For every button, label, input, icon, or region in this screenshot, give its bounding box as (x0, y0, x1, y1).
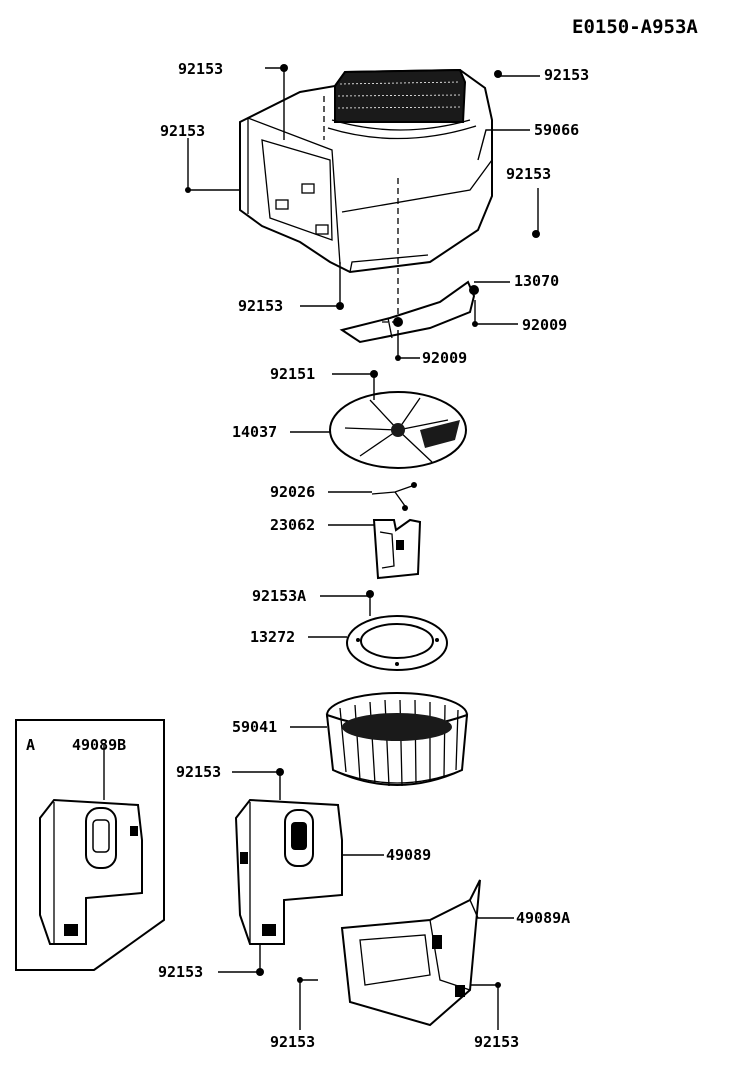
bracket-23062[interactable] (372, 518, 422, 580)
intake-screen (334, 68, 467, 123)
diagram-code: E0150-A953A (572, 16, 698, 38)
blower-housing-59066[interactable] (239, 68, 493, 274)
label-92153-below: 92153 (238, 297, 283, 315)
label-13070: 13070 (514, 272, 559, 290)
label-92009-a: 92009 (522, 316, 567, 334)
label-14037: 14037 (232, 423, 277, 441)
cover-49089B[interactable] (39, 798, 143, 945)
label-23062: 23062 (270, 516, 315, 534)
fan-59041[interactable] (325, 692, 469, 787)
label-92153-bl: 92153 (158, 963, 203, 981)
label-92153-bottom: 92153 (270, 1033, 315, 1051)
label-13272: 13272 (250, 628, 295, 646)
label-92153-br: 92153 (474, 1033, 519, 1051)
label-49089B: 49089B (72, 736, 126, 754)
label-92151: 92151 (270, 365, 315, 383)
spring-92026[interactable] (371, 482, 417, 511)
label-59066: 59066 (534, 121, 579, 139)
label-92153-mid: 92153 (176, 763, 221, 781)
part-labels: 92153 92153 59066 92153 92153 13070 9215… (72, 60, 589, 1051)
inset-letter: A (26, 736, 35, 754)
label-92153-right: 92153 (506, 165, 551, 183)
label-59041: 59041 (232, 718, 277, 736)
label-92153A: 92153A (252, 587, 306, 605)
cover-49089A[interactable] (340, 879, 481, 1027)
label-92153-topright: 92153 (544, 66, 589, 84)
leader-lines (103, 64, 540, 1030)
alignment-lines (323, 96, 399, 323)
guide-13070[interactable] (339, 280, 479, 344)
cover-49089[interactable] (234, 798, 343, 945)
label-92153-left: 92153 (160, 122, 205, 140)
label-49089A: 49089A (516, 909, 570, 927)
label-92153-topleft: 92153 (178, 60, 223, 78)
label-92026: 92026 (270, 483, 315, 501)
fan-plate-14037[interactable] (329, 391, 467, 469)
label-49089: 49089 (386, 846, 431, 864)
label-92009-b: 92009 (422, 349, 467, 367)
plate-13272[interactable] (346, 615, 448, 671)
